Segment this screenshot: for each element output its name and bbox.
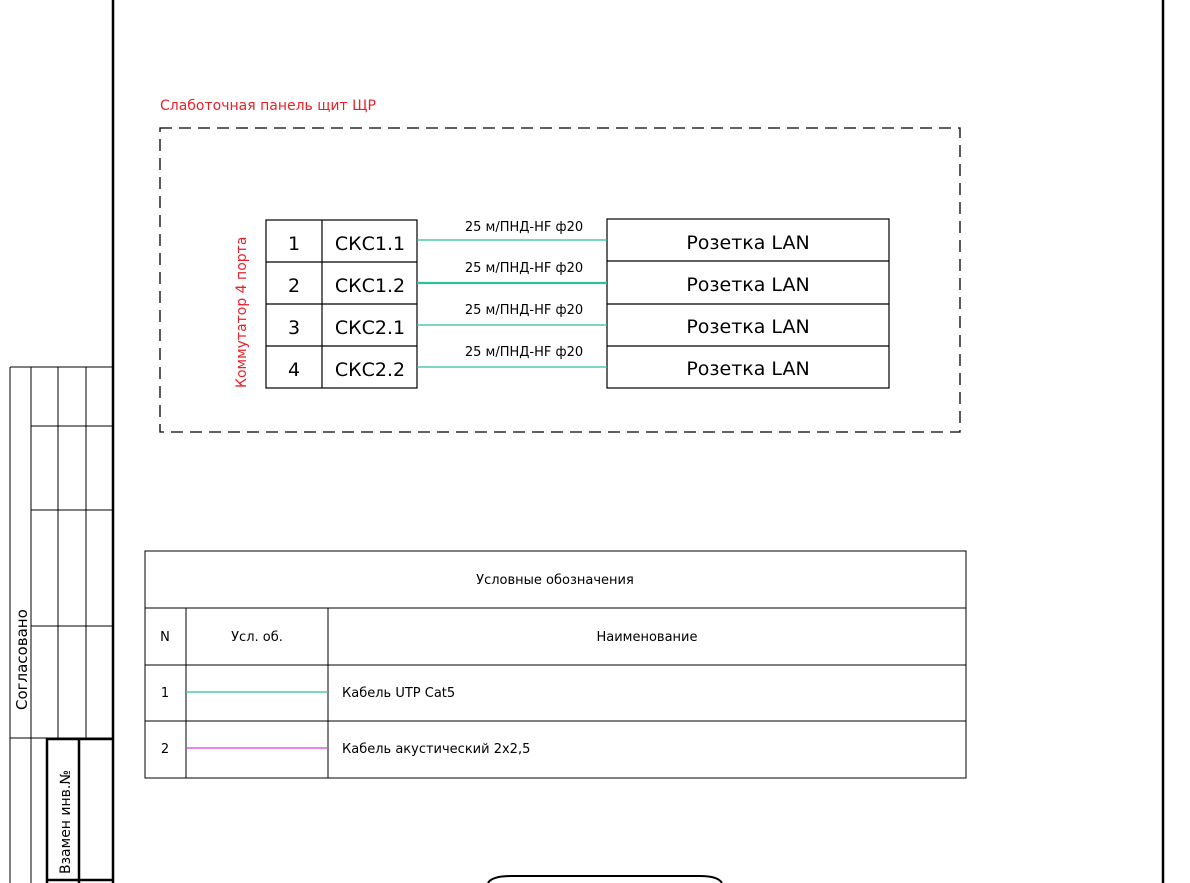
port-name: СКС2.2 bbox=[335, 359, 405, 381]
outlet-label: Розетка LAN bbox=[686, 358, 809, 380]
port-row-4: 4 СКС2.2 25 м/ПНД-HF ф20 Розетка LAN bbox=[288, 345, 810, 381]
legend-header-n: N bbox=[160, 630, 170, 645]
port-name: СКС1.2 bbox=[335, 275, 405, 297]
legend-header-name: Наименование bbox=[596, 630, 697, 645]
side-stamp-agreed-label: Согласовано bbox=[13, 609, 31, 710]
legend-row-1: 1 Кабель UTP Cat5 bbox=[161, 686, 455, 701]
legend-row-number: 2 bbox=[161, 742, 169, 757]
port-name: СКС1.1 bbox=[335, 233, 405, 255]
cable-label: 25 м/ПНД-HF ф20 bbox=[465, 261, 583, 276]
side-stamp bbox=[9, 366, 113, 883]
port-number: 1 bbox=[288, 233, 300, 255]
outlet-table-grid bbox=[606, 218, 890, 389]
port-number: 4 bbox=[288, 359, 300, 381]
port-name: СКС2.1 bbox=[335, 317, 405, 339]
panel-title: Слаботочная панель щит ЩР bbox=[160, 98, 376, 114]
outlet-label: Розетка LAN bbox=[686, 232, 809, 254]
legend-table bbox=[144, 550, 967, 779]
outlet-label: Розетка LAN bbox=[686, 316, 809, 338]
port-row-3: 3 СКС2.1 25 м/ПНД-HF ф20 Розетка LAN bbox=[288, 303, 810, 339]
port-row-1: 1 СКС1.1 25 м/ПНД-HF ф20 Розетка LAN bbox=[288, 220, 810, 255]
port-number: 3 bbox=[288, 317, 300, 339]
panel-dashed-boundary bbox=[159, 127, 961, 433]
bottom-stamp-fragment bbox=[487, 875, 723, 883]
port-row-2: 2 СКС1.2 25 м/ПНД-HF ф20 Розетка LAN bbox=[288, 261, 810, 297]
port-number: 2 bbox=[288, 275, 300, 297]
legend-row-name: Кабель UTP Cat5 bbox=[342, 686, 455, 701]
switch-label: Коммутатор 4 порта bbox=[234, 237, 250, 388]
legend-header-symbol: Усл. об. bbox=[231, 630, 283, 645]
side-stamp-replaced-label: Взамен инв.№ bbox=[58, 770, 74, 874]
cable-label: 25 м/ПНД-HF ф20 bbox=[465, 345, 583, 360]
legend-row-name: Кабель акустический 2х2,5 bbox=[342, 742, 530, 757]
cable-label: 25 м/ПНД-HF ф20 bbox=[465, 303, 583, 318]
port-table-grid bbox=[265, 219, 418, 389]
legend-title: Условные обозначения bbox=[476, 573, 634, 588]
sheet-frame bbox=[111, 0, 1165, 883]
legend-row-number: 1 bbox=[161, 686, 169, 701]
cable-label: 25 м/ПНД-HF ф20 bbox=[465, 220, 583, 235]
legend-row-2: 2 Кабель акустический 2х2,5 bbox=[161, 742, 530, 757]
outlet-label: Розетка LAN bbox=[686, 274, 809, 296]
